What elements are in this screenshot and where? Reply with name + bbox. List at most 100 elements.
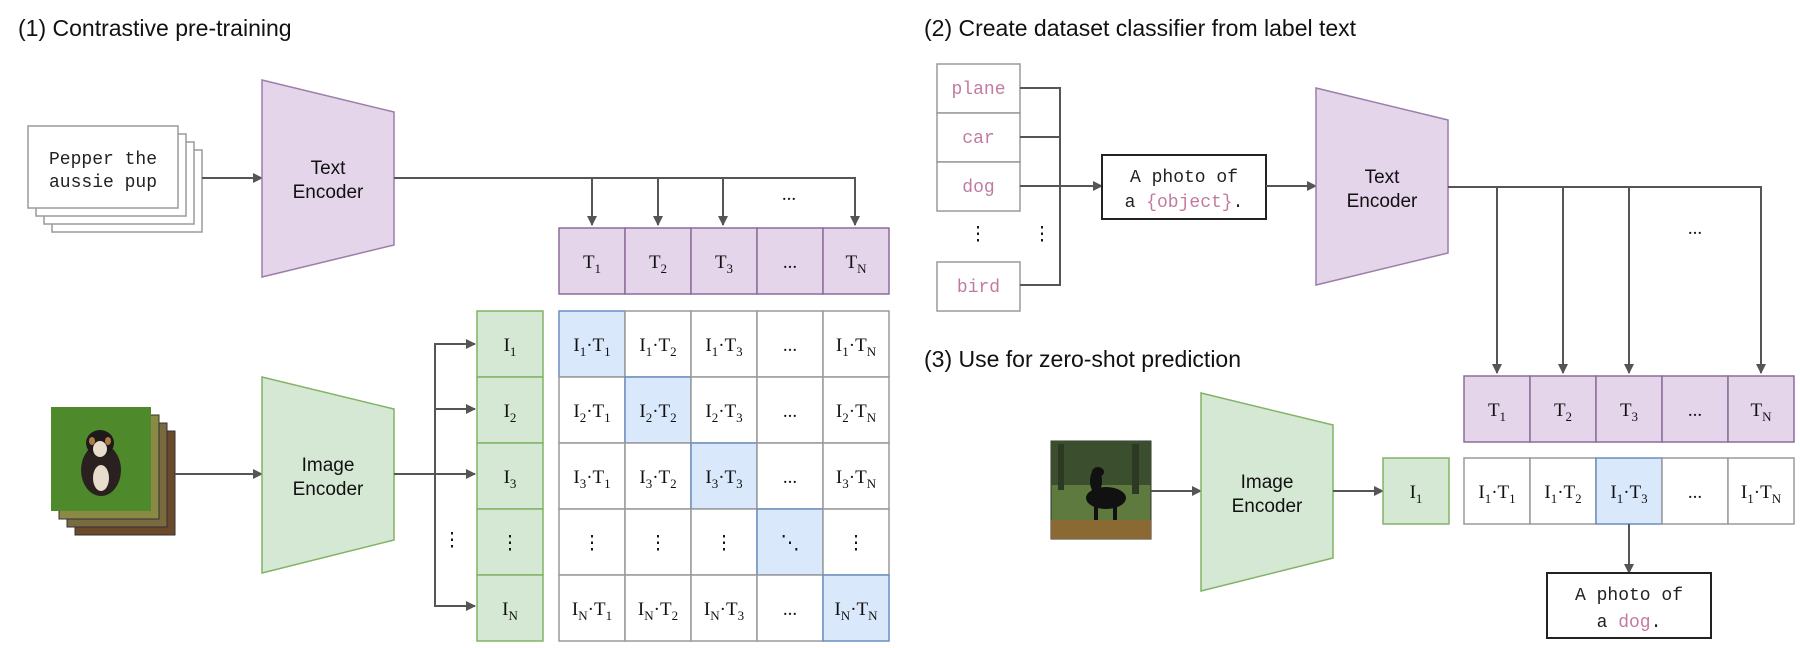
p1-matrix-cell xyxy=(690,310,758,378)
p1-t-label: T2​ xyxy=(649,252,667,276)
p3-score-label: I1​·TN​ xyxy=(1741,482,1782,506)
text-encoder-2-output-line xyxy=(1448,186,1766,374)
p1-matrix-label: I3​·T1​ xyxy=(573,467,610,491)
image-encoder-2-line1: Image xyxy=(1241,472,1294,493)
panel3-title: (3) Use for zero-shot prediction xyxy=(924,346,1241,372)
p1-matrix-label: I2​·T1​ xyxy=(573,401,610,425)
p1-matrix-label: I3​·T2​ xyxy=(639,467,676,491)
panel3-similarity-row: I1​·T1​I1​·T2​I1​·T3​...I1​·TN​ xyxy=(1463,457,1795,525)
caption-line-1: Pepper the xyxy=(49,150,157,170)
result-suffix: . xyxy=(1651,613,1662,633)
p3-t-label: ... xyxy=(1688,400,1702,421)
text-encoder-1-line2: Encoder xyxy=(293,182,364,203)
p1-matrix-cell xyxy=(558,508,626,576)
p1-i-cell xyxy=(476,310,544,378)
p1-matrix-diag-cell xyxy=(822,574,890,642)
p1-t-cell xyxy=(822,227,890,295)
p3-t-label: TN​ xyxy=(1751,400,1773,424)
p1-i-label: IN​ xyxy=(502,599,518,623)
text-encoder-1-line1: Text xyxy=(311,158,347,179)
p1-i-label: ⋮ xyxy=(501,533,520,554)
panel2-top-ellipsis: ... xyxy=(1688,218,1702,239)
p1-t-cell xyxy=(690,227,758,295)
label-text: bird xyxy=(957,278,1000,298)
text-encoder-2-line1: Text xyxy=(1365,167,1401,188)
result-line-1: A photo of xyxy=(1575,586,1683,606)
text-encoder-2: Text Encoder xyxy=(1315,87,1449,286)
p3-t-cell xyxy=(1595,375,1663,443)
p1-matrix-label: ... xyxy=(783,599,797,620)
p1-matrix-cell xyxy=(624,574,692,642)
label-list-left-vdots: ⋮ xyxy=(969,224,988,245)
p1-i-cell xyxy=(476,574,544,642)
label-list-right-vdots: ⋮ xyxy=(1033,224,1052,245)
p1-matrix-label: IN​·T2​ xyxy=(638,599,678,623)
image-encoder-1-line1: Image xyxy=(302,455,355,476)
p1-matrix-cell xyxy=(822,442,890,510)
text-encoder-1: Text Encoder xyxy=(261,79,395,278)
p1-matrix-label: ⋮ xyxy=(847,533,866,554)
p1-matrix-label: I1​·T2​ xyxy=(639,335,676,359)
p3-t-label: T2​ xyxy=(1554,400,1572,424)
p1-t-label: ... xyxy=(783,252,797,273)
i1-route-arrow xyxy=(434,339,476,474)
caption-card-stack: Pepper the aussie pup xyxy=(27,125,203,233)
p1-matrix-label: ⋮ xyxy=(583,533,602,554)
text-encoder-2-line2: Encoder xyxy=(1347,191,1418,212)
p1-i-label: I3​ xyxy=(504,467,517,491)
p3-t-cell xyxy=(1661,375,1729,443)
p1-i-cell xyxy=(476,376,544,444)
label-text: car xyxy=(962,129,994,149)
panel1-similarity-matrix: I1​·T1​I1​·T2​I1​·T3​...I1​·TN​I2​·T1​I2… xyxy=(558,310,890,642)
p1-matrix-label: ⋱ xyxy=(781,533,800,554)
p1-matrix-cell xyxy=(558,574,626,642)
label-box-bird xyxy=(936,261,1021,312)
p1-matrix-label: I3​·T3​ xyxy=(705,467,742,491)
panel1-text-embedding-row: T1​T2​T3​...TN​ xyxy=(558,227,890,295)
panel1-image-embedding-column: I1​I2​I3​⋮IN​ xyxy=(476,310,544,642)
p1-matrix-label: I2​·T2​ xyxy=(639,401,676,425)
in-route-arrow xyxy=(434,474,476,611)
label-list: plane car dog bird xyxy=(936,63,1021,312)
p1-matrix-diag-cell xyxy=(624,376,692,444)
image-encoder-1-line2: Encoder xyxy=(293,479,364,500)
p1-matrix-label: ... xyxy=(783,401,797,422)
p1-matrix-label: I1​·T3​ xyxy=(705,335,742,359)
p1-t-label: T1​ xyxy=(583,252,601,276)
label-box-car xyxy=(936,112,1021,163)
p1-matrix-label: I2​·T3​ xyxy=(705,401,742,425)
text-encoder-1-output-line xyxy=(394,177,860,226)
p1-t-label: T3​ xyxy=(715,252,733,276)
p3-t-cell xyxy=(1727,375,1795,443)
p1-matrix-label: IN​·T1​ xyxy=(572,599,612,623)
p1-matrix-label: ⋮ xyxy=(715,533,734,554)
p3-t-label: T1​ xyxy=(1488,400,1506,424)
p1-t-cell xyxy=(558,227,626,295)
caption-card-front xyxy=(27,125,179,209)
prediction-result-box: A photo of a dog. xyxy=(1546,572,1712,639)
caption-line-2: aussie pup xyxy=(49,173,157,193)
p3-score-best-cell xyxy=(1595,457,1663,525)
result-word: dog xyxy=(1618,613,1650,633)
p1-matrix-cell xyxy=(624,310,692,378)
p1-matrix-label: ... xyxy=(783,335,797,356)
image-encoder-1: Image Encoder xyxy=(261,376,395,574)
p3-score-cell xyxy=(1661,457,1729,525)
p1-matrix-label: IN​·T3​ xyxy=(704,599,744,623)
puppy-image-stack xyxy=(51,407,176,536)
label-text: dog xyxy=(962,178,994,198)
p1-i-label: I2​ xyxy=(504,401,517,425)
p1-matrix-cell xyxy=(690,508,758,576)
p1-matrix-cell xyxy=(822,310,890,378)
p3-score-label: I1​·T3​ xyxy=(1610,482,1647,506)
label-text: plane xyxy=(951,80,1005,100)
result-prefix: a xyxy=(1597,613,1619,633)
p1-i-cell xyxy=(476,508,544,576)
p1-matrix-cell xyxy=(756,574,824,642)
panel1-title: (1) Contrastive pre-training xyxy=(18,15,292,41)
p1-matrix-label: I1​·T1​ xyxy=(573,335,610,359)
p3-score-label: I1​·T1​ xyxy=(1478,482,1515,506)
p3-t-cell xyxy=(1463,375,1531,443)
